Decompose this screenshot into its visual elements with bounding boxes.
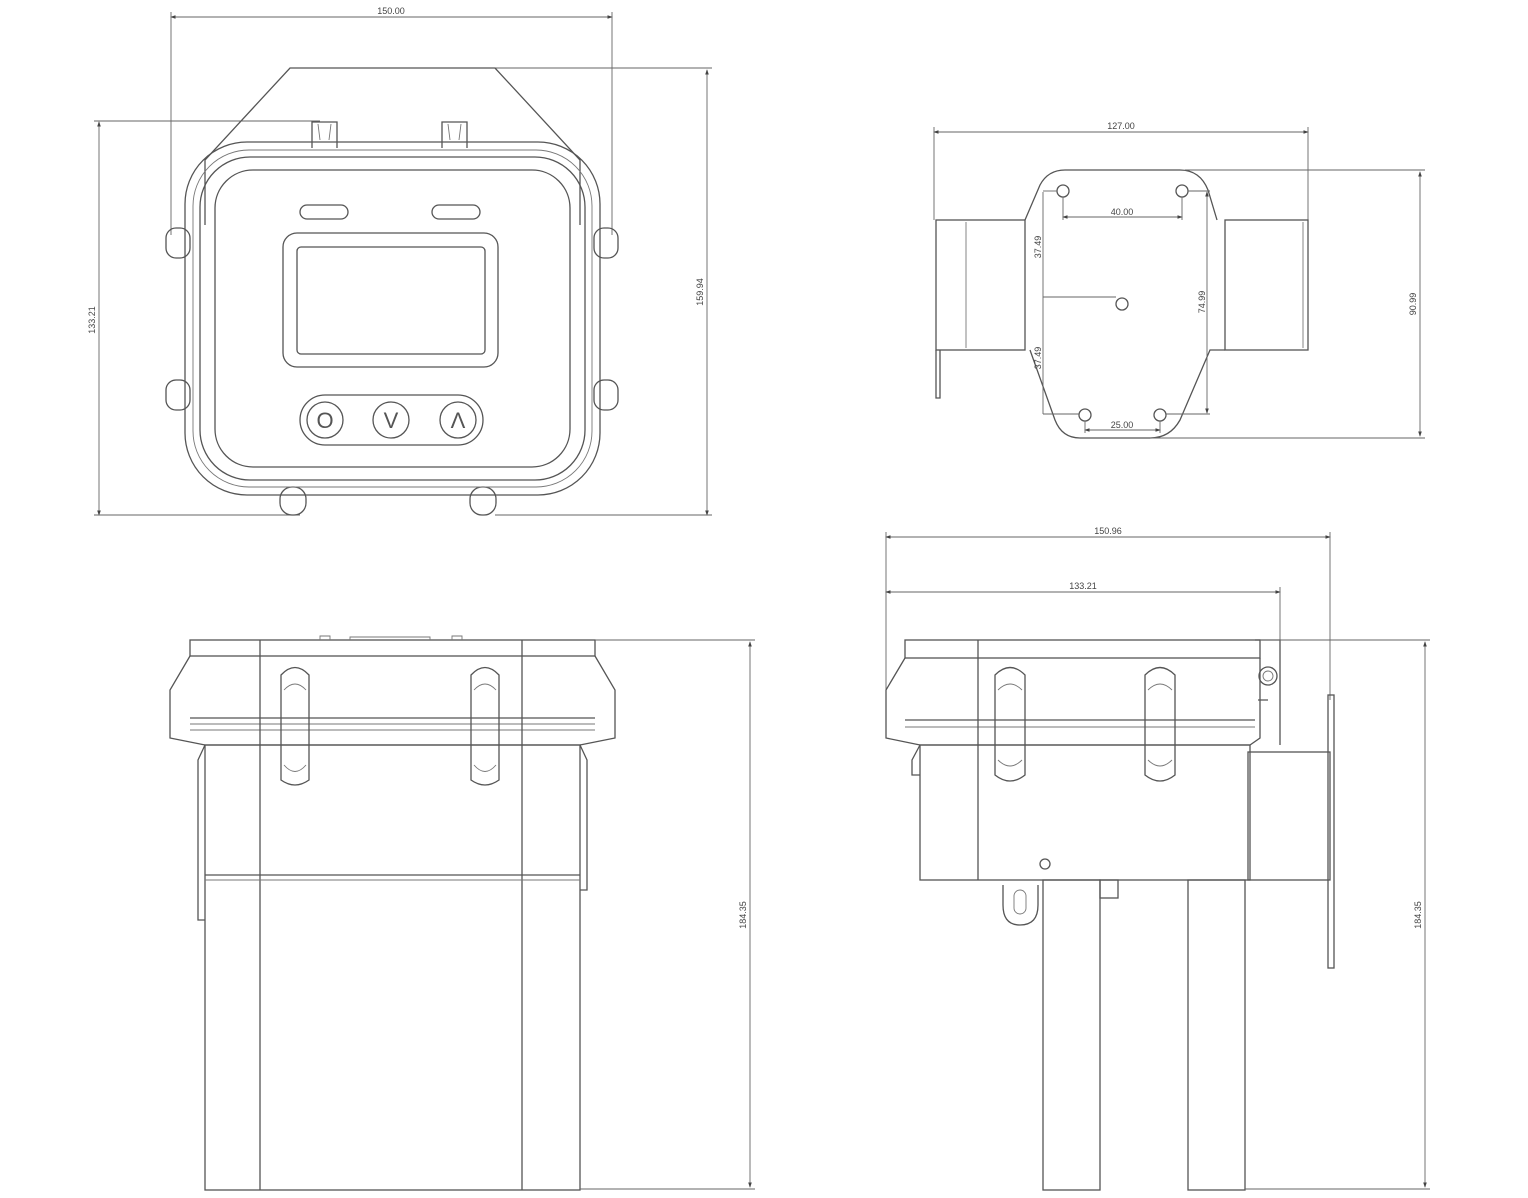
dim-label: 127.00 [1107,121,1135,131]
lid-body [885,657,1261,746]
button-panel [299,394,484,446]
enclosure-body [919,744,1251,881]
front-height-dimension-left: 133.21 [87,120,320,516]
dim-label: 133.21 [1069,581,1097,591]
indicator-slot [299,204,349,220]
dim-label: 184.35 [1413,901,1423,929]
latch [994,666,1176,782]
ok-button: O [306,401,344,439]
latch [280,666,500,786]
down-button: V [372,401,410,439]
left-side-height-dimension: 184.35 [580,639,755,1190]
hinge-icon [1258,666,1278,686]
lid-top [189,639,596,657]
top-clip [311,121,468,148]
dim-label: 150.00 [377,6,405,16]
front-panel [214,169,571,468]
front-height-dimension-right: 159.94 [495,67,712,516]
leg [1187,879,1246,1191]
display-screen [296,246,486,355]
up-button: Λ [439,401,477,439]
hanging-tab [1002,885,1039,926]
dim-label: 74.99 [1197,291,1207,314]
dim-label: 159.94 [695,278,705,306]
svg-text:Λ: Λ [451,408,466,433]
dim-label: 37.49 [1033,347,1043,370]
display-bezel [282,232,499,368]
dim-label: 40.00 [1111,207,1134,217]
dim-label: 37.49 [1033,236,1043,259]
mounting-plate-view: 127.00 40.00 25.00 37.49 37.49 [933,121,1425,439]
side-view-left: 184.35 [169,635,755,1191]
overall-width-dimension: 150.96 [885,526,1331,700]
mounting-plate-edge [1327,694,1335,969]
body-width-dimension: 133.21 [885,581,1281,640]
svg-text:V: V [384,408,399,433]
dim-label: 184.35 [738,901,748,929]
side-lugs [165,227,619,516]
mounting-holes [1056,184,1189,422]
mounting-plate [1247,751,1331,881]
lid-top [904,639,1261,659]
side-flange-right [1224,219,1309,351]
dim-label: 150.96 [1094,526,1122,536]
mounting-bracket [204,67,581,225]
dim-label: 90.99 [1408,293,1418,316]
dim-label: 25.00 [1111,420,1134,430]
side-view-right: 150.96 133.21 [885,526,1430,1191]
plate-width-dimension: 127.00 [933,121,1309,220]
leg [1042,879,1101,1191]
lid-body [169,655,616,746]
indicator-slot [431,204,481,220]
right-side-height-dimension: 184.35 [1245,639,1430,1190]
front-view: 150.00 133.21 159.94 [87,6,712,516]
front-width-dimension: 150.00 [170,6,613,235]
plate-height-dimension: 90.99 [1150,169,1425,439]
svg-text:O: O [316,408,333,433]
enclosure-body [204,744,581,1191]
dim-label: 133.21 [87,306,97,334]
housing-outer [184,141,601,496]
side-flange-left [935,219,1026,351]
